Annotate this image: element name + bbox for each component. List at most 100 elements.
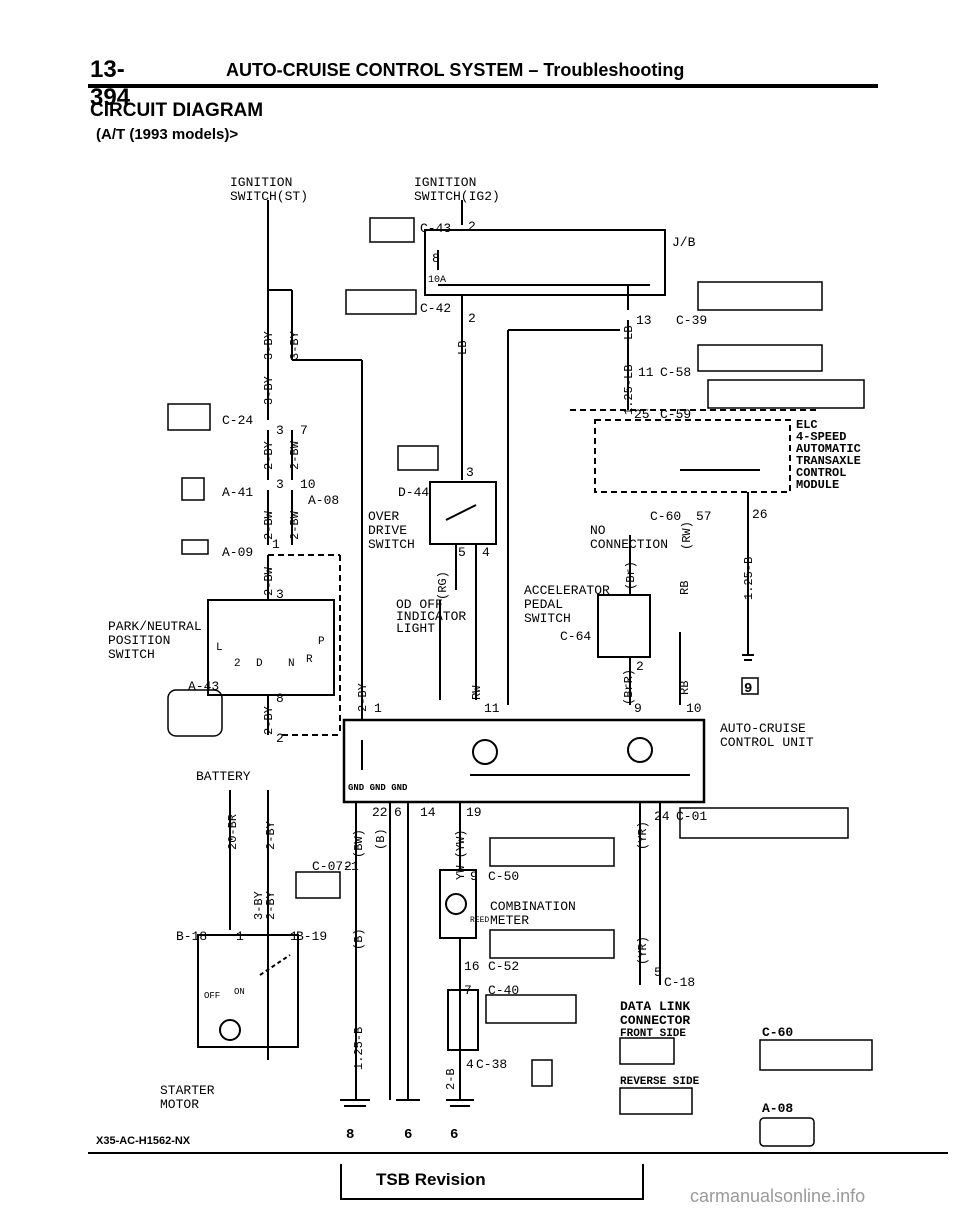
- b18-label: B-18: [176, 929, 207, 944]
- accel-1: ACCELERATOR: [524, 583, 610, 598]
- park-switch-3: SWITCH: [108, 647, 155, 662]
- wire-3by-b: 3-BY: [288, 331, 302, 360]
- wire-2bw-d: 2-BW: [262, 566, 276, 596]
- pin-22: 22: [372, 805, 388, 820]
- connector-c38-icon: [531, 1059, 553, 1087]
- pin-3: 3: [276, 587, 284, 602]
- wire-rg: (RG): [436, 571, 450, 600]
- connector-a08-icon: [759, 1117, 815, 1147]
- c50-pin: 9: [470, 869, 478, 884]
- wire-br: (Br): [624, 561, 638, 590]
- od-switch-3: SWITCH: [368, 537, 415, 552]
- c52-pin: 16: [464, 959, 480, 974]
- no-connection-2: CONNECTION: [590, 537, 668, 552]
- wire-2bw-b: 2-BW: [262, 510, 276, 540]
- c52-label: C-52: [488, 959, 519, 974]
- pin-1: 1: [374, 701, 382, 716]
- c07-label: C-07-1: [312, 859, 359, 874]
- prnd-n: N: [288, 658, 295, 670]
- accel-3: SWITCH: [524, 611, 571, 626]
- prnd-d: D: [256, 658, 263, 670]
- ground-mark-6b: 6: [450, 1127, 458, 1143]
- wire-lb-a: LB: [456, 341, 470, 355]
- c42-label: C-42: [420, 301, 451, 316]
- c39-label: C-39: [676, 313, 707, 328]
- a43-label: A-43: [188, 679, 219, 694]
- pin-14: 14: [420, 805, 436, 820]
- od-light-2: INDICATOR: [396, 609, 466, 624]
- c60-label: C-60: [650, 509, 681, 524]
- c39-pin: 13: [636, 313, 652, 328]
- pin-10: 10: [686, 701, 702, 716]
- ground-mark-9: [741, 677, 759, 695]
- connector-c59-icon: [707, 379, 865, 409]
- pin-2: 2: [276, 731, 284, 746]
- wire-brr: (BrR): [622, 669, 636, 705]
- c01-label: C-01: [676, 809, 707, 824]
- on-label: ON: [234, 987, 245, 997]
- connector-c01-icon: [679, 807, 849, 839]
- wire-rb-a: RB: [678, 581, 692, 595]
- c43-pin: 2: [468, 219, 476, 234]
- wire-125b-b: 1.25-B: [352, 1027, 366, 1070]
- connector-c50-icon: [489, 837, 615, 867]
- od-light-1: OD OFF: [396, 597, 443, 612]
- watermark: carmanualsonline.info: [690, 1186, 866, 1206]
- wire-2bw-c: 2-BW: [288, 510, 302, 540]
- wire-b-a: (B): [374, 828, 388, 850]
- connector-c58-icon: [697, 344, 823, 372]
- prnd-2: 2: [234, 658, 241, 670]
- off-label: OFF: [204, 991, 220, 1001]
- d44-pin-3: 3: [466, 465, 474, 480]
- fuse-label: 10A: [428, 275, 446, 286]
- a41-label: A-41: [222, 485, 253, 500]
- wire-2by-d: 2-BY: [264, 821, 278, 850]
- dlc-2: CONNECTOR: [620, 1013, 690, 1028]
- ground-mark-8: 8: [346, 1127, 354, 1143]
- tsb-revision-box: TSB Revision: [340, 1164, 644, 1200]
- wire-yr-b: (YR): [636, 936, 650, 965]
- wire-2by-a: 2-BY: [262, 441, 276, 470]
- c38-pin: 4: [466, 1057, 474, 1072]
- a09-label: A-09: [222, 545, 253, 560]
- c40-pin: 7: [464, 983, 472, 998]
- wire-2by-e: 2-BY: [264, 891, 278, 920]
- fuse-no: 8: [432, 251, 440, 266]
- wire-yr-a: (YR): [636, 821, 650, 850]
- jb-label: J/B: [672, 235, 696, 250]
- wire-3by-a: 3-BY: [262, 331, 276, 360]
- od-switch-1: OVER: [368, 509, 399, 524]
- c38-label: C-38: [476, 1057, 507, 1072]
- b19-label: B-19: [296, 929, 327, 944]
- page-title: AUTO-CRUISE CONTROL SYSTEM – Troubleshoo…: [226, 60, 685, 80]
- wire-b-b: (B): [352, 928, 366, 950]
- connector-c52-icon: [489, 929, 615, 959]
- park-switch-2: POSITION: [108, 633, 170, 648]
- pin-8: 8: [276, 691, 284, 706]
- ign-st-label-2: SWITCH(ST): [230, 189, 308, 204]
- c42-pin: 2: [468, 311, 476, 326]
- pin-19: 19: [466, 805, 482, 820]
- wire-rb-b: RB: [678, 681, 692, 695]
- c60-right-label: C-60: [762, 1025, 793, 1040]
- acu-2: CONTROL UNIT: [720, 735, 814, 750]
- c59-pin: 25: [634, 407, 650, 422]
- tsb-revision-label: TSB Revision: [376, 1170, 486, 1189]
- c18-label: C-18: [664, 975, 695, 990]
- combi-1: COMBINATION: [490, 899, 576, 914]
- c26-pin: 26: [752, 507, 768, 522]
- wire-3by-c: 3-BY: [262, 376, 276, 405]
- wire-2by-b: 2-BY: [262, 706, 276, 735]
- connector-c24-icon: [167, 403, 211, 431]
- elc-3: AUTOMATIC: [796, 442, 861, 456]
- front-side: FRONT SIDE: [620, 1028, 686, 1040]
- connector-c60-icon: [759, 1039, 873, 1071]
- pin-1c: 1: [290, 929, 298, 944]
- a41-pin-3: 3: [276, 477, 284, 492]
- starter-2: MOTOR: [160, 1097, 199, 1112]
- a41-pin-10: 10: [300, 477, 316, 492]
- section-title: CIRCUIT DIAGRAM: [90, 100, 264, 121]
- c59-label: C-59: [660, 407, 691, 422]
- wire-2by-c: 2-BY: [356, 683, 370, 712]
- pin-9: 9: [634, 701, 642, 716]
